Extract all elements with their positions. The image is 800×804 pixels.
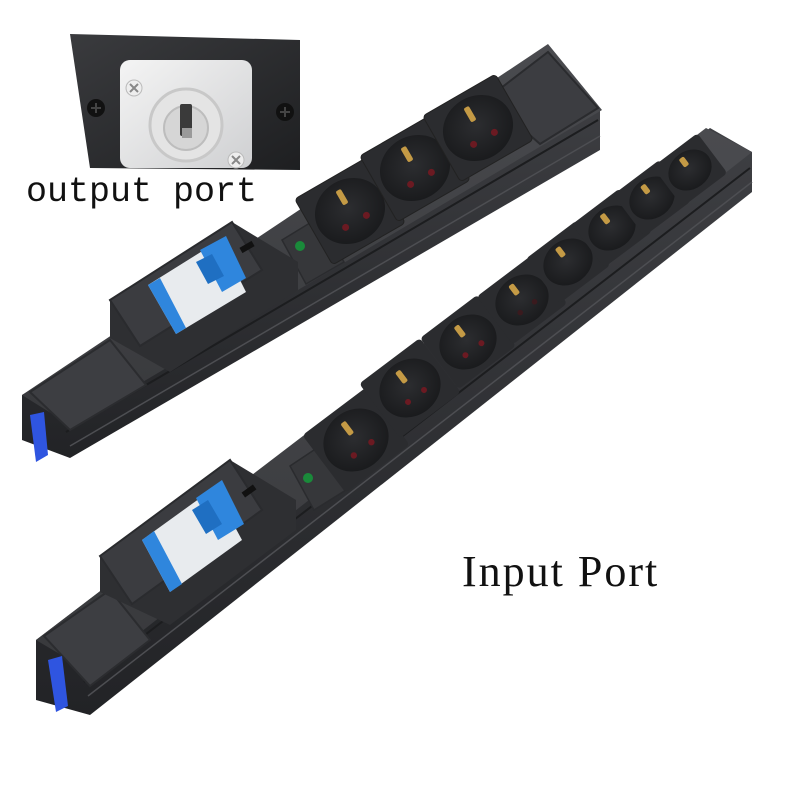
lower-strip-sockets <box>303 134 726 492</box>
output-port-label: output port <box>26 172 258 212</box>
lower-strip-circuit-breaker <box>98 458 296 625</box>
upper-strip-input-port <box>30 412 48 462</box>
lower-strip-input-port <box>48 656 68 712</box>
lower-power-strip <box>36 128 753 715</box>
output-port-inset <box>70 34 300 170</box>
upper-strip-sockets <box>295 75 533 264</box>
screw-icon <box>276 103 294 121</box>
upper-strip-circuit-breaker <box>108 220 298 372</box>
upper-power-strip <box>22 44 602 462</box>
screw-icon <box>87 99 105 117</box>
input-port-label: Input Port <box>462 547 660 596</box>
lower-strip-led-indicator <box>303 473 313 483</box>
upper-strip-led-indicator <box>295 241 305 251</box>
